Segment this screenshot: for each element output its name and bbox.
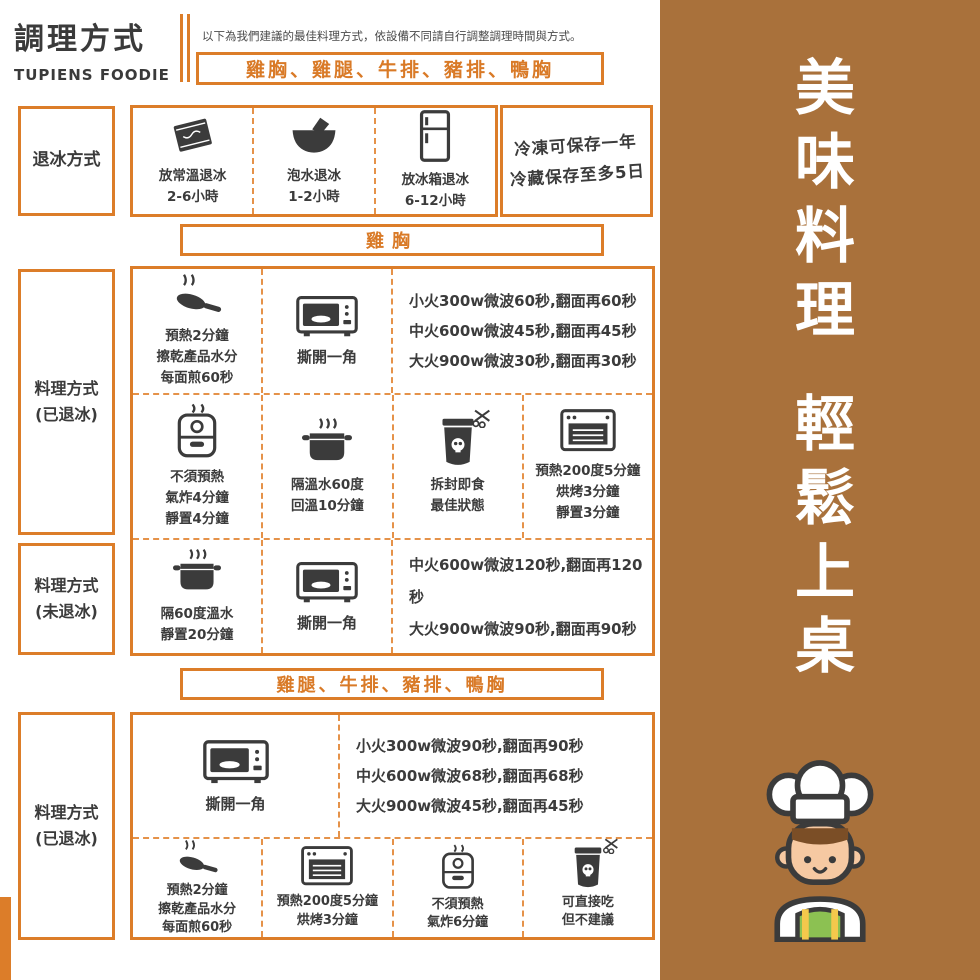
microwave-settings-other-text: 小火300w微波90秒,翻面再90秒 中火600w微波68秒,翻面再68秒 大火… — [356, 737, 584, 815]
defrost-fridge: 放冰箱退冰 6-12小時 — [373, 108, 495, 214]
microwave-method-other: 撕開一角 — [133, 715, 338, 837]
slogan-line-1: 美味料理 — [784, 56, 855, 352]
pan-method-other-text: 預熱2分鐘 擦乾產品水分 每面煎60秒 — [158, 883, 237, 935]
other-methods-box: 撕開一角 小火300w微波90秒,翻面再90秒 中火600w微波68秒,翻面再6… — [130, 712, 655, 940]
microwave-settings-other: 小火300w微波90秒,翻面再90秒 中火600w微波68秒,翻面再68秒 大火… — [338, 715, 652, 837]
direct-eat-method: 可直接吃 但不建議 — [521, 839, 652, 937]
header-note: 以下為我們建議的最佳料理方式，依設備不同請自行調整調理時間與方式。 — [202, 29, 582, 43]
air-fryer-method-other-text: 不須預熱 氣炸6分鐘 — [427, 896, 489, 930]
other-row-1: 撕開一角 小火300w微波90秒,翻面再90秒 中火600w微波68秒,翻面再6… — [133, 715, 652, 837]
sidebar: 美味料理 輕鬆上桌 — [660, 0, 980, 980]
defrost-label: 退冰方式 — [32, 150, 101, 171]
cb-frozen-row: 隔60度溫水 靜置20分鐘 撕開一角 中火600w微波120秒,翻面再120秒 … — [133, 538, 652, 653]
defrost-fridge-text: 放冰箱退冰 6-12小時 — [401, 172, 470, 209]
cb-frozen-label-box: 料理方式 (未退冰) — [18, 543, 115, 655]
brand-block: 調理方式 TUPIENS FOODIE — [14, 14, 170, 84]
oven-icon — [301, 846, 353, 887]
brand-name: TUPIENS FOODIE — [14, 66, 170, 84]
storage-note-box: 冷凍可保存一年 冷藏保存至多5日 — [500, 105, 653, 217]
ready-to-eat-method: 拆封即食 最佳狀態 — [391, 395, 522, 538]
air-fryer-method-text: 不須預熱 氣炸4分鐘 靜置4分鐘 — [165, 469, 229, 527]
air-fryer-icon — [174, 403, 220, 459]
oven-method: 預熱200度5分鐘 烘烤3分鐘 靜置3分鐘 — [521, 395, 652, 538]
cb-defrosted-row-1: 預熱2分鐘 擦乾產品水分 每面煎60秒 撕開一角 小火300w微波60秒,翻面再… — [133, 269, 652, 393]
microwave-settings: 小火300w微波60秒,翻面再60秒 中火600w微波45秒,翻面再45秒 大火… — [391, 269, 652, 393]
header-divider-bar — [180, 14, 183, 82]
cb-frozen-label: 料理方式 (未退冰) — [34, 576, 99, 621]
microwave-method: 撕開一角 — [261, 269, 391, 393]
banner-chicken-breast: 雞胸 — [180, 224, 604, 256]
direct-eat-text: 可直接吃 但不建議 — [561, 894, 614, 928]
tear-corner-label: 撕開一角 — [205, 794, 266, 813]
banner-all-products: 雞胸、雞腿、牛排、豬排、鴨胸 — [196, 52, 604, 85]
microwave-icon — [296, 295, 358, 338]
microwave-settings-frozen-text: 中火600w微波120秒,翻面再120秒 大火900w微波90秒,翻面再90秒 — [409, 555, 643, 638]
pot-method-text: 隔溫水60度 回溫10分鐘 — [290, 476, 364, 514]
pan-method-other: 預熱2分鐘 擦乾產品水分 每面煎60秒 — [133, 839, 261, 937]
frying-pan-icon — [173, 839, 221, 877]
tear-corner-label: 撕開一角 — [296, 348, 357, 366]
other-defrosted-label: 料理方式 (已退冰) — [34, 803, 99, 848]
air-fryer-method-other: 不須預熱 氣炸6分鐘 — [391, 839, 522, 937]
corner-accent-bar — [0, 897, 11, 980]
pan-method: 預熱2分鐘 擦乾產品水分 每面煎60秒 — [133, 269, 261, 393]
pot-method-frozen-text: 隔60度溫水 靜置20分鐘 — [160, 605, 234, 643]
frying-pan-icon — [170, 273, 224, 318]
pot-method-frozen: 隔60度溫水 靜置20分鐘 — [133, 540, 261, 653]
header-divider-bar — [187, 14, 190, 82]
defrost-room-temp: 放常溫退冰 2-6小時 — [133, 108, 252, 214]
cb-defrosted-label: 料理方式 (已退冰) — [34, 379, 99, 424]
air-fryer-method: 不須預熱 氣炸4分鐘 靜置4分鐘 — [133, 395, 261, 538]
fridge-icon — [417, 110, 453, 162]
cb-defrosted-row-2: 不須預熱 氣炸4分鐘 靜置4分鐘 隔溫水60度 回溫10分鐘 拆封即食 最佳狀態… — [133, 393, 652, 538]
page-title: 調理方式 — [14, 22, 146, 57]
oven-method-other: 預熱200度5分鐘 烘烤3分鐘 — [261, 839, 391, 937]
microwave-icon — [296, 561, 358, 604]
slogan: 美味料理 輕鬆上桌 — [660, 56, 980, 688]
storage-note: 冷凍可保存一年 冷藏保存至多5日 — [509, 132, 646, 190]
pot-icon — [300, 417, 354, 467]
microwave-settings-frozen: 中火600w微波120秒,翻面再120秒 大火900w微波90秒,翻面再90秒 — [391, 540, 652, 653]
scissors-icon — [471, 409, 495, 428]
sachet-icon — [168, 114, 218, 158]
microwave-settings-text: 小火300w微波60秒,翻面再60秒 中火600w微波45秒,翻面再45秒 大火… — [409, 292, 637, 370]
microwave-method-frozen: 撕開一角 — [261, 540, 391, 653]
chef-icon — [730, 756, 910, 946]
scissors-icon — [602, 838, 622, 854]
air-fryer-icon — [439, 844, 477, 890]
pan-method-text: 預熱2分鐘 擦乾產品水分 每面煎60秒 — [156, 328, 238, 386]
pouch-skull-icon — [571, 846, 605, 889]
pot-method: 隔溫水60度 回溫10分鐘 — [261, 395, 391, 538]
cb-methods-box: 預熱2分鐘 擦乾產品水分 每面煎60秒 撕開一角 小火300w微波60秒,翻面再… — [130, 266, 655, 656]
tear-corner-label: 撕開一角 — [296, 613, 357, 632]
pot-icon — [171, 548, 223, 596]
defrost-water-soak: 泡水退冰 1-2小時 — [252, 108, 373, 214]
ready-to-eat-text: 拆封即食 最佳狀態 — [430, 476, 485, 514]
defrost-water-soak-text: 泡水退冰 1-2小時 — [286, 167, 341, 205]
oven-icon — [560, 409, 616, 453]
defrost-room-temp-text: 放常溫退冰 2-6小時 — [158, 168, 227, 205]
cb-defrosted-label-box: 料理方式 (已退冰) — [18, 269, 115, 535]
microwave-icon — [203, 739, 269, 785]
pouch-skull-icon — [438, 417, 478, 467]
oven-method-text: 預熱200度5分鐘 烘烤3分鐘 靜置3分鐘 — [535, 463, 641, 521]
banner-other-products: 雞腿、牛排、豬排、鴨胸 — [180, 668, 604, 700]
slogan-line-2: 輕鬆上桌 — [784, 392, 855, 688]
other-row-2: 預熱2分鐘 擦乾產品水分 每面煎60秒 預熱200度5分鐘 烘烤3分鐘 不須預熱… — [133, 837, 652, 937]
defrost-label-box: 退冰方式 — [18, 106, 115, 216]
oven-method-other-text: 預熱200度5分鐘 烘烤3分鐘 — [276, 894, 378, 928]
bowl-icon — [289, 115, 339, 158]
other-defrosted-label-box: 料理方式 (已退冰) — [18, 712, 115, 940]
defrost-methods-box: 放常溫退冰 2-6小時 泡水退冰 1-2小時 放冰箱退冰 6-12小時 — [130, 105, 498, 217]
